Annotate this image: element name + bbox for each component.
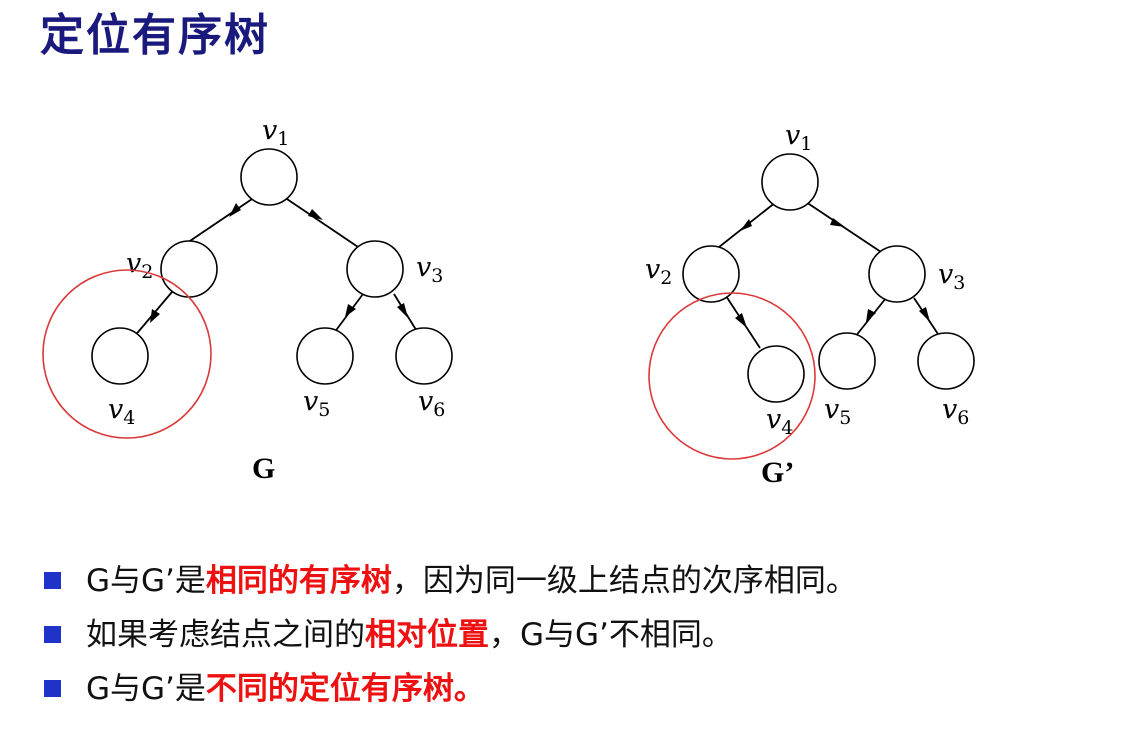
arrowhead-g-v1-v3 <box>308 209 323 220</box>
label-gp-v2: v2 <box>645 254 672 289</box>
arrowhead-gp-v3-v5 <box>866 309 876 322</box>
highlight-circle-g <box>42 269 212 439</box>
node-g-v5 <box>296 327 354 385</box>
label-gp-v4: v4 <box>766 404 793 439</box>
label-g-v6: v6 <box>418 386 445 421</box>
label-gp-v3: v3 <box>938 259 965 294</box>
bullet-text-pre: G与G’是 <box>86 671 206 707</box>
bullet-text-pre: G与G’是 <box>86 563 206 599</box>
label-gp-v6: v6 <box>942 394 969 429</box>
arrowhead-g-v1-v2 <box>229 203 241 217</box>
bullet-square-icon <box>44 680 61 697</box>
tree-g: v1 v2 v3 v4 v5 v6 G <box>42 115 453 485</box>
tree-diagrams: v1 v2 v3 v4 v5 v6 G v1 v2 v3 v4 <box>42 115 975 489</box>
node-g-v2 <box>160 240 218 298</box>
label-g-v1: v1 <box>262 115 289 150</box>
node-gp-v3 <box>868 245 926 303</box>
bullet-item-3: G与G’是不同的定位有序树。 <box>44 662 857 716</box>
label-gp-v5: v5 <box>824 394 851 429</box>
edge-g-v1-v3 <box>283 196 362 250</box>
page-title: 定位有序树 <box>40 10 270 61</box>
tree-label-g: G <box>252 452 275 485</box>
edge-gp-v1-v3 <box>805 201 885 255</box>
node-g-v4 <box>91 327 149 385</box>
label-g-v4: v4 <box>108 394 135 429</box>
bullet-item-2: 如果考虑结点之间的相对位置，G与G’不相同。 <box>44 608 857 662</box>
arrowhead-g-v3-v5 <box>345 304 356 317</box>
label-g-v3: v3 <box>416 252 443 287</box>
node-gp-v1 <box>761 153 819 211</box>
node-g-v3 <box>346 240 404 298</box>
bullet-text-pre: 如果考虑结点之间的 <box>86 617 365 653</box>
bullet-square-icon <box>44 626 61 643</box>
node-gp-v5 <box>818 332 876 390</box>
tree-g-prime: v1 v2 v3 v4 v5 v6 G’ <box>645 120 975 489</box>
node-g-v1 <box>240 148 298 206</box>
label-g-v5: v5 <box>303 386 330 421</box>
bullet-text-post: ，G与G’不相同。 <box>489 617 733 653</box>
arrowhead-g-v3-v6 <box>397 303 408 318</box>
node-gp-v2 <box>682 245 740 303</box>
bullet-text-highlight: 相对位置 <box>365 617 489 653</box>
bullet-list: G与G’是相同的有序树，因为同一级上结点的次序相同。 如果考虑结点之间的相对位置… <box>44 554 857 716</box>
bullet-text-highlight: 不同的定位有序树。 <box>205 671 485 707</box>
arrowhead-gp-v1-v2 <box>740 219 752 231</box>
arrowhead-gp-v1-v3 <box>830 218 845 227</box>
node-gp-v6 <box>917 332 975 390</box>
label-gp-v1: v1 <box>785 120 812 155</box>
label-g-v2: v2 <box>126 248 153 283</box>
arrowhead-gp-v2-v4 <box>735 313 747 328</box>
bullet-item-1: G与G’是相同的有序树，因为同一级上结点的次序相同。 <box>44 554 857 608</box>
highlight-circle-g-prime <box>648 292 816 460</box>
arrowhead-gp-v3-v6 <box>919 307 930 322</box>
bullet-text-highlight: 相同的有序树 <box>205 563 392 599</box>
arrowhead-g-v2-v4 <box>150 309 160 323</box>
bullet-text-post: ，因为同一级上结点的次序相同。 <box>391 563 857 599</box>
node-gp-v4 <box>747 345 805 403</box>
node-g-v6 <box>395 327 453 385</box>
tree-label-g-prime: G’ <box>761 456 794 489</box>
bullet-square-icon <box>44 572 61 589</box>
